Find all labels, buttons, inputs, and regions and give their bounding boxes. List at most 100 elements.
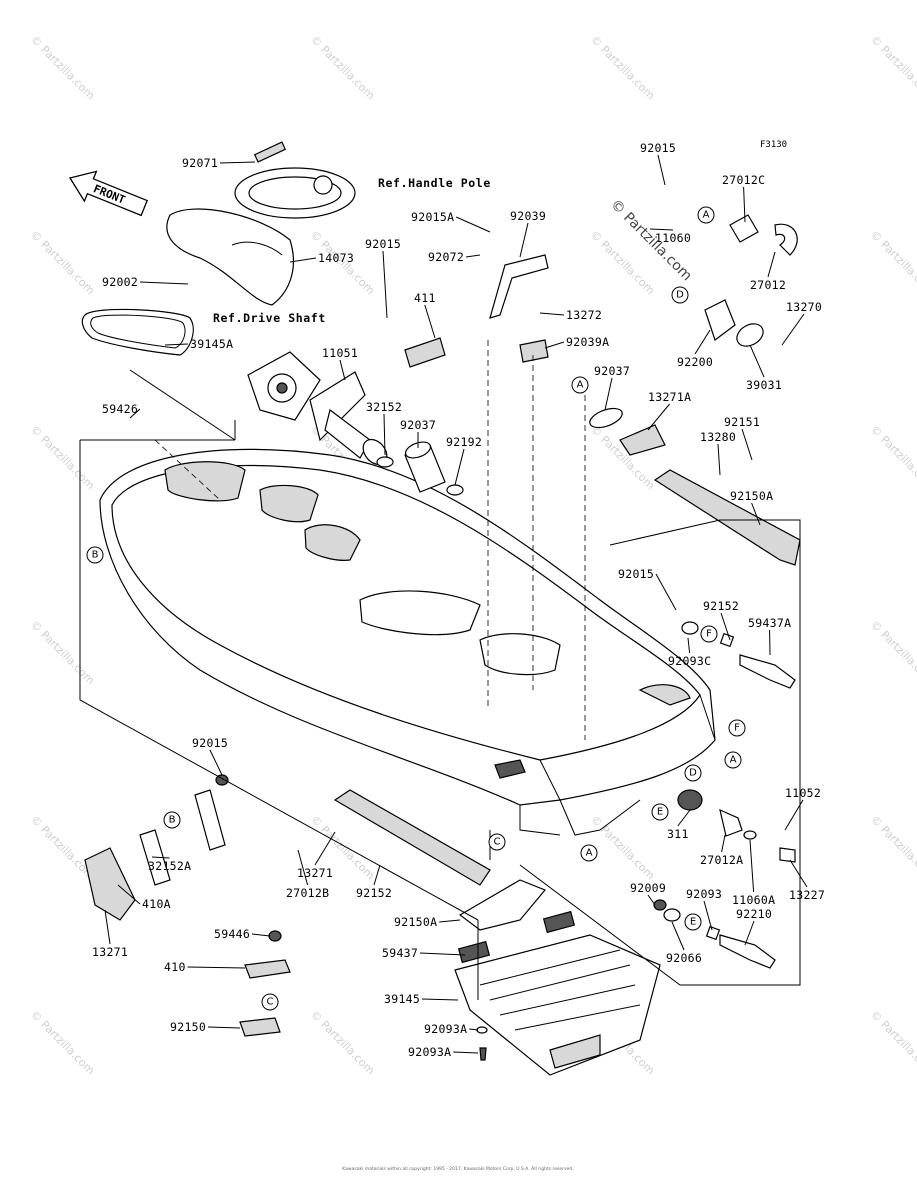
callout-e: E — [651, 803, 669, 821]
watermark-tile: © Partzilla.com — [868, 1008, 917, 1077]
part-number-label: 92039A — [566, 335, 609, 349]
leader-line — [139, 281, 189, 285]
part-number-label: 13227 — [789, 888, 825, 902]
part-number-label: 92152 — [703, 599, 739, 613]
leader-lines — [104, 154, 808, 1054]
part-number-label: 92093A — [408, 1045, 451, 1059]
cone-39031 — [704, 299, 736, 341]
part-number-label: 92015 — [365, 237, 401, 251]
watermark-tile: © Partzilla.com — [28, 618, 97, 687]
leader-line — [671, 921, 685, 951]
leader-line — [469, 1028, 479, 1031]
svg-text:D: D — [689, 768, 697, 779]
part-number-label: 14073 — [318, 251, 354, 265]
part-number-label: 410A — [142, 897, 171, 911]
part-number-label: 92066 — [666, 951, 702, 965]
front-arrow-icon: FRONT — [68, 170, 149, 217]
svg-text:F: F — [734, 723, 740, 734]
duct-32152 — [309, 371, 388, 466]
leader-line — [687, 637, 691, 654]
leader-line — [424, 304, 436, 339]
part-number-label: 92039 — [510, 209, 546, 223]
part-number-label: 92192 — [446, 435, 482, 449]
leader-line — [657, 154, 666, 186]
part-number-label: 39031 — [746, 378, 782, 392]
figure-code: F3130 — [760, 140, 787, 150]
ref-drive-shaft: Ref.Drive Shaft — [213, 311, 326, 325]
part-number-label: 59446 — [214, 927, 250, 941]
leader-line — [749, 344, 765, 378]
leader-line — [454, 448, 465, 486]
part-number-label: 32152 — [366, 400, 402, 414]
part-number-label: 59426 — [102, 402, 138, 416]
callout-c: C — [488, 833, 506, 851]
leader-line — [297, 849, 309, 886]
part-number-label: 92210 — [736, 907, 772, 921]
pad-92093A-a — [542, 910, 576, 934]
callout-f: F — [700, 625, 718, 643]
svg-text:A: A — [730, 755, 737, 766]
leader-line — [741, 428, 753, 461]
fitting-32155 — [719, 934, 776, 969]
guide-line-4 — [154, 439, 221, 501]
callout-a: A — [580, 844, 598, 862]
nut-311 — [268, 930, 282, 942]
leader-line — [151, 856, 170, 859]
leader-line — [164, 343, 189, 346]
svg-text:A: A — [586, 848, 593, 859]
handle-pole-cover — [234, 141, 356, 219]
part-number-label: 11051 — [322, 346, 358, 360]
bumper-59437 — [333, 789, 491, 886]
leader-line — [717, 443, 721, 476]
part-number-label: 92093A — [424, 1022, 467, 1036]
part-number-label: 92150A — [730, 489, 773, 503]
svg-text:E: E — [657, 807, 663, 818]
leader-line — [720, 612, 731, 641]
fitting-32152A — [739, 654, 796, 689]
ref-handle-pole: Ref.Handle Pole — [378, 176, 491, 190]
leader-line — [104, 909, 111, 945]
leader-line — [129, 408, 141, 419]
leader-line — [544, 341, 565, 349]
callout-c: C — [261, 993, 279, 1011]
watermark-tile: © Partzilla.com — [308, 1008, 377, 1077]
part-number-label: 59437A — [748, 616, 791, 630]
watermark-tile: © Partzilla.com — [28, 1008, 97, 1077]
part-number-label: 92015A — [411, 210, 454, 224]
part-number-label: 13280 — [700, 430, 736, 444]
leader-line — [465, 254, 481, 258]
leader-line — [314, 831, 336, 866]
fitting-13227 — [719, 808, 743, 837]
watermark-tile: © Partzilla.com — [28, 813, 97, 882]
part-number-label: 11060 — [655, 231, 691, 245]
part-number-label: 27012A — [700, 853, 743, 867]
svg-text:E: E — [690, 917, 696, 928]
leader-line — [721, 834, 726, 853]
part-number-label: 410 — [164, 960, 186, 974]
frame-lines — [79, 369, 801, 1000]
callout-b: B — [86, 546, 104, 564]
part-number-label: 27012B — [286, 886, 329, 900]
cover-27012B — [84, 847, 136, 921]
leader-line — [539, 312, 565, 316]
washer-410A — [681, 621, 699, 635]
part-number-label: 13271 — [297, 866, 333, 880]
part-number-label: 92152 — [356, 886, 392, 900]
leader-line — [781, 313, 805, 346]
nut-92093B — [705, 925, 721, 941]
part-number-label: 92150 — [170, 1020, 206, 1034]
leader-line — [251, 933, 271, 937]
part-number-label: 92002 — [102, 275, 138, 289]
watermark-tile: © Partzilla.com — [28, 228, 97, 297]
part-number-label: 311 — [667, 827, 689, 841]
part-number-label: 92037 — [400, 418, 436, 432]
leader-line — [694, 329, 711, 355]
labels-layer: 92071920021407339145A5942692015920159201… — [92, 141, 825, 1059]
clamp-92037-a — [376, 456, 394, 468]
callout-e: E — [684, 913, 702, 931]
screw-92150 — [479, 1047, 487, 1061]
part-number-label: 13270 — [786, 300, 822, 314]
nut-92210 — [653, 899, 667, 911]
